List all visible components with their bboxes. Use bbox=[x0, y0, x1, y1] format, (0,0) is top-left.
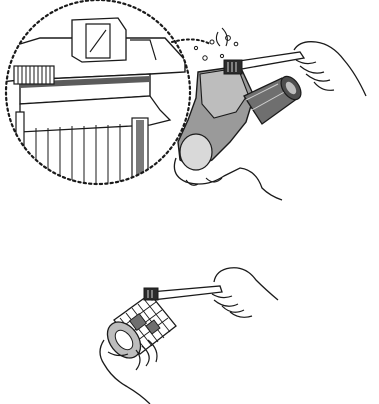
cleaning-brush-icon bbox=[144, 286, 222, 300]
top-panel bbox=[0, 0, 366, 200]
hand-icon bbox=[294, 42, 366, 96]
magnifier-inset-icon bbox=[0, 0, 210, 200]
cleaning-brush-icon bbox=[224, 52, 304, 74]
bottom-panel bbox=[100, 268, 278, 404]
